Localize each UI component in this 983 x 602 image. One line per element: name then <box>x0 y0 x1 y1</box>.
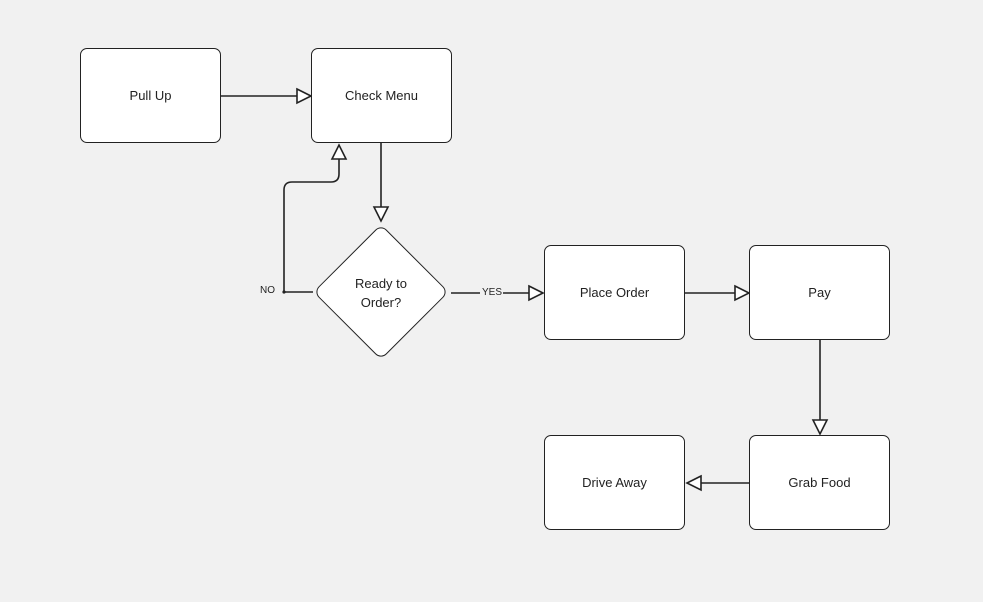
node-label: Check Menu <box>345 88 418 103</box>
arrowhead-open-icon <box>528 284 545 302</box>
node-check-menu[interactable]: Check Menu <box>311 48 452 143</box>
node-label: Pay <box>808 285 831 300</box>
node-grab-food[interactable]: Grab Food <box>749 435 890 530</box>
node-label: Pull Up <box>129 88 172 103</box>
arrowhead-open-icon <box>685 474 702 492</box>
connector-no-loop[interactable] <box>283 159 340 293</box>
arrowhead-open-icon <box>330 143 348 160</box>
arrowhead-open-icon <box>734 284 751 302</box>
node-pay[interactable]: Pay <box>749 245 890 340</box>
arrowhead-open-icon <box>811 419 829 436</box>
node-pull-up[interactable]: Pull Up <box>80 48 221 143</box>
edge-label-no[interactable]: NO <box>259 285 276 297</box>
node-label: Drive Away <box>582 475 647 490</box>
node-label: Place Order <box>579 285 650 300</box>
node-place-order[interactable]: Place Order <box>544 245 685 340</box>
arrowhead-open-icon <box>296 87 313 105</box>
node-drive-away[interactable]: Drive Away <box>544 435 685 530</box>
connector-no-dot <box>282 290 286 294</box>
edge-label-yes[interactable]: YES <box>481 287 504 299</box>
arrowhead-open-icon <box>372 206 390 223</box>
node-label: Grab Food <box>788 475 851 490</box>
